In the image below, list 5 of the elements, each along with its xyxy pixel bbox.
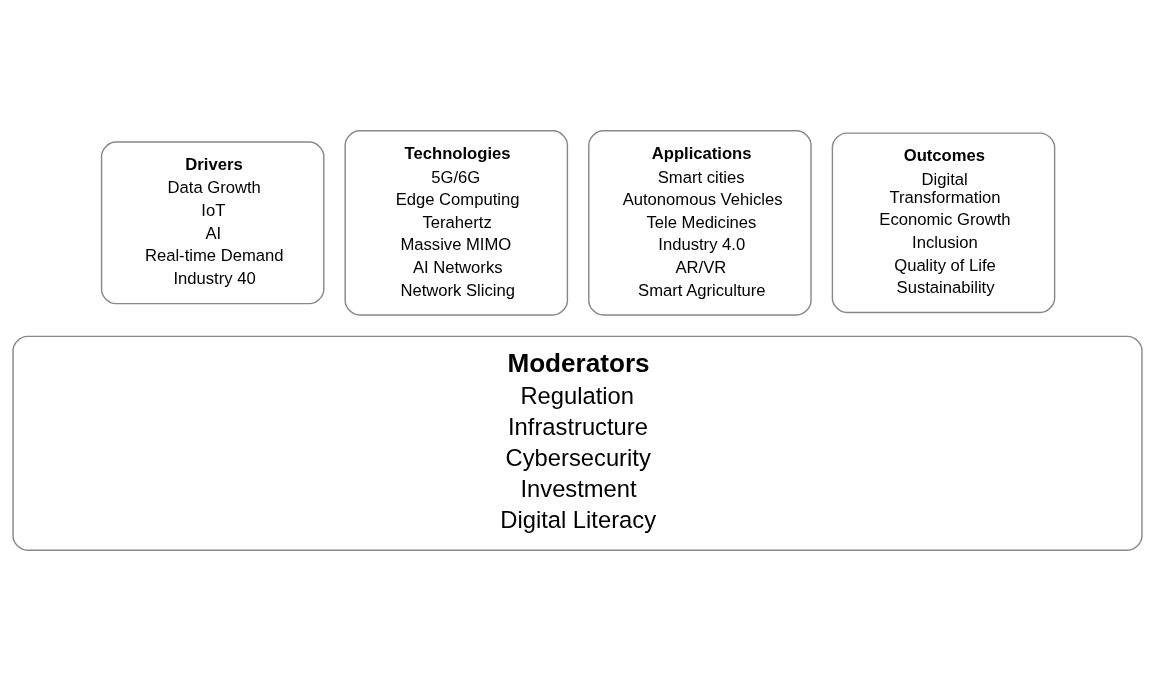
node-box: Drivers Data Growth IoT AI Real-time Demand Industry 40 <box>100 140 325 304</box>
node-box: Outcomes Digital Transformation Economic Growth Inclusion Quality of Life Sustainability <box>831 131 1056 313</box>
node-box: Technologies 5G/6G Edge Computing Terahertz Massive MIMO AI Networks Network Slicing <box>344 129 569 316</box>
node-box: Applications Smart cities Autonomous Vehicles Tele Medicines Industry 4.0 AR/VR Smart Agriculture <box>588 129 812 316</box>
node-box: Moderators Regulation Infrastructure Cybersecurity Investment Digital Literacy <box>12 335 1143 551</box>
